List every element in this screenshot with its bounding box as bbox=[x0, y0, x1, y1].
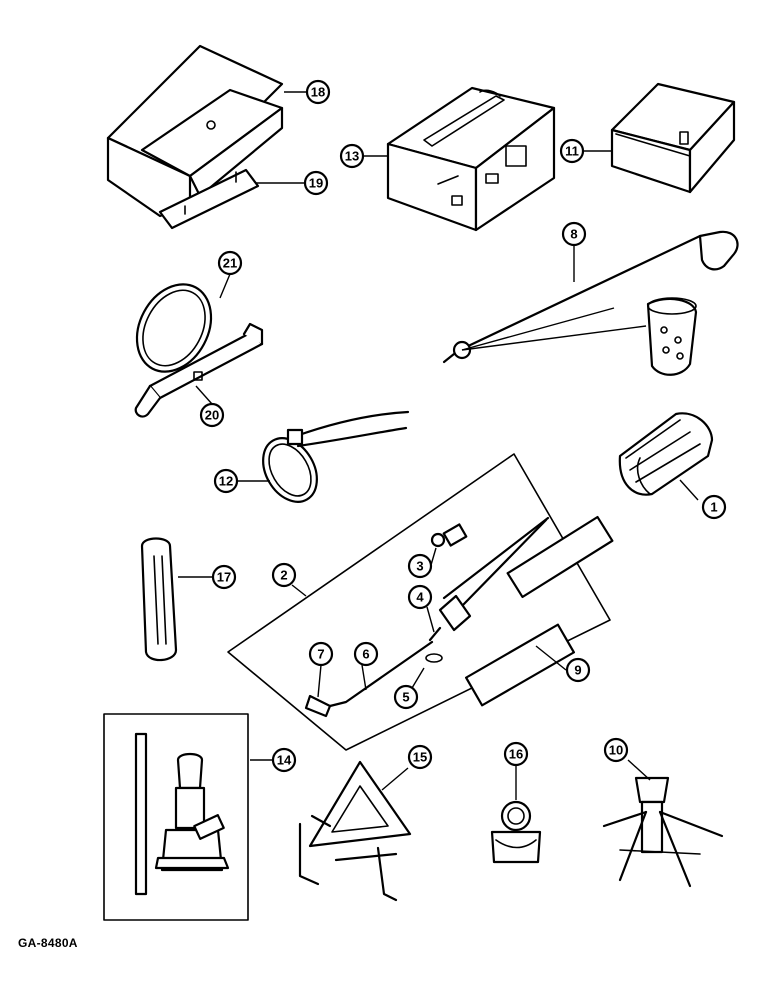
small-tool-box bbox=[610, 82, 736, 194]
bottle-jack-with-handle bbox=[103, 713, 249, 921]
axle-stand bbox=[602, 776, 724, 888]
callout-label: 16 bbox=[509, 747, 523, 762]
strap bbox=[262, 410, 410, 503]
hook-tool-with-filter bbox=[442, 230, 739, 376]
callout-11: 11 bbox=[559, 138, 585, 164]
callout-label: 19 bbox=[309, 176, 323, 191]
callout-15: 15 bbox=[407, 744, 433, 770]
warning-lamp bbox=[490, 800, 542, 864]
callout-label: 5 bbox=[402, 690, 409, 705]
callout-label: 9 bbox=[574, 663, 581, 678]
callout-label: 21 bbox=[223, 256, 237, 271]
callout-19: 19 bbox=[303, 170, 329, 196]
callout-label: 1 bbox=[710, 500, 717, 515]
callout-20: 20 bbox=[199, 402, 225, 428]
callout-label: 6 bbox=[362, 647, 369, 662]
callout-label: 14 bbox=[277, 753, 292, 768]
callout-label: 2 bbox=[280, 568, 287, 583]
callout-label: 13 bbox=[345, 149, 359, 164]
ring-and-strap-wrench bbox=[134, 283, 264, 418]
callout-16: 16 bbox=[503, 741, 529, 767]
callout-label: 10 bbox=[609, 743, 623, 758]
callout-label: 7 bbox=[317, 647, 324, 662]
callout-3: 3 bbox=[407, 553, 433, 579]
grease-gun-kit bbox=[227, 453, 614, 751]
callout-label: 17 bbox=[217, 570, 231, 585]
callout-label: 8 bbox=[570, 227, 577, 242]
callout-5: 5 bbox=[393, 684, 419, 710]
callout-label: 18 bbox=[311, 85, 325, 100]
callout-label: 12 bbox=[219, 474, 233, 489]
callout-label: 15 bbox=[413, 750, 427, 765]
callout-12: 12 bbox=[213, 468, 239, 494]
cylinder-tool bbox=[140, 537, 178, 662]
callout-14: 14 bbox=[271, 747, 297, 773]
callout-2: 2 bbox=[271, 562, 297, 588]
leader-lines bbox=[178, 91, 699, 800]
tool-box-with-handle bbox=[386, 86, 556, 232]
callout-label: 20 bbox=[205, 408, 219, 423]
callout-label: 11 bbox=[565, 144, 579, 159]
tool-roll bbox=[618, 412, 714, 496]
drawing-number: GA-8480A bbox=[18, 936, 78, 950]
callout-4: 4 bbox=[407, 584, 433, 610]
callout-8: 8 bbox=[561, 221, 587, 247]
callout-7: 7 bbox=[308, 641, 334, 667]
callout-18: 18 bbox=[305, 79, 331, 105]
tool-box-with-bracket bbox=[106, 44, 284, 230]
callout-17: 17 bbox=[211, 564, 237, 590]
warning-triangle bbox=[298, 760, 412, 902]
callout-label: 4 bbox=[416, 590, 424, 605]
callout-9: 9 bbox=[565, 657, 591, 683]
callout-6: 6 bbox=[353, 641, 379, 667]
callout-21: 21 bbox=[217, 250, 243, 276]
callout-label: 3 bbox=[416, 559, 423, 574]
callout-10: 10 bbox=[603, 737, 629, 763]
callout-13: 13 bbox=[339, 143, 365, 169]
callout-1: 1 bbox=[701, 494, 727, 520]
